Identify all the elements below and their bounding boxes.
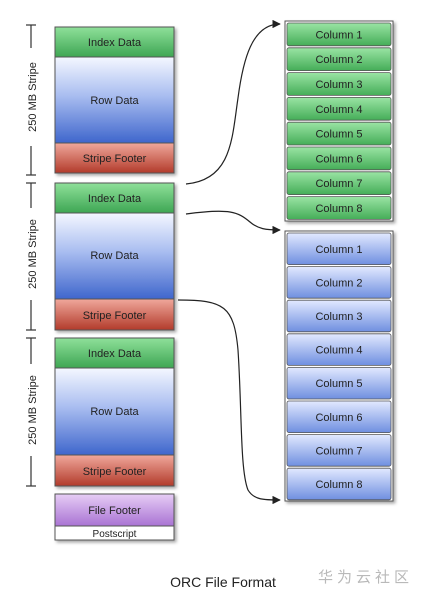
row-column-label-2: Column 2 bbox=[315, 277, 362, 289]
postscript-label: Postscript bbox=[93, 529, 137, 540]
figure-caption: ORC File Format bbox=[170, 574, 276, 590]
stripe-1-footer-label: Stripe Footer bbox=[83, 153, 147, 165]
index-column-cell-2 bbox=[286, 47, 392, 71]
stripe-3-brace: 250 MB Stripe bbox=[24, 337, 39, 487]
stripe-2-row-data bbox=[54, 212, 175, 300]
row-column-cell-5 bbox=[286, 366, 392, 400]
row-column-cell-8 bbox=[286, 467, 392, 501]
index-column-cell-3 bbox=[286, 72, 392, 96]
row-column-label-3: Column 3 bbox=[315, 311, 362, 323]
row-column-cell-6 bbox=[286, 400, 392, 434]
arrow-index-to-columns-row bbox=[185, 210, 281, 235]
watermark: 华为云社区 bbox=[318, 569, 414, 586]
index-column-cell-6 bbox=[286, 146, 392, 171]
index-column-cell-7 bbox=[286, 171, 392, 196]
stripe-1-stripe-footer bbox=[54, 142, 175, 174]
stripe-3-brace-label: 250 MB Stripe bbox=[27, 375, 39, 445]
row-column-label-6: Column 6 bbox=[315, 412, 362, 424]
row-column-cell-3 bbox=[286, 299, 392, 333]
row-columns: Column 1 Column 2 Column 3 Column 4 Column 5… bbox=[286, 232, 392, 501]
stripe-1-brace-label: 250 MB Stripe bbox=[27, 62, 39, 132]
index-column-cell-4 bbox=[286, 97, 392, 121]
stripe-2-brace-label: 250 MB Stripe bbox=[27, 219, 39, 289]
index-column-label-5: Column 5 bbox=[315, 129, 362, 141]
stripe-3-row-label: Row Data bbox=[90, 406, 139, 418]
row-column-label-5: Column 5 bbox=[315, 378, 362, 390]
stripe-1-brace: 250 MB Stripe bbox=[24, 24, 39, 176]
row-column-cell-1 bbox=[286, 232, 392, 266]
stripe-1-index-data bbox=[54, 26, 175, 58]
index-columns: Column 1 Column 2 Column 3 Column 4 Column 5… bbox=[286, 22, 392, 220]
stripe-3-stripe-footer bbox=[54, 454, 175, 487]
stripe-1: 250 MB Stripe Index Data Row Data Stripe… bbox=[24, 24, 175, 176]
row-column-label-8: Column 8 bbox=[315, 479, 362, 491]
stripe-2-index-data bbox=[54, 182, 175, 214]
index-column-label-6: Column 6 bbox=[315, 153, 362, 165]
index-column-cell-8 bbox=[286, 196, 392, 220]
index-column-label-1: Column 1 bbox=[315, 29, 362, 41]
row-column-cell-7 bbox=[286, 434, 392, 467]
stripe-2-row-label: Row Data bbox=[90, 250, 139, 262]
stripe-2-index-label: Index Data bbox=[88, 193, 142, 205]
row-column-label-7: Column 7 bbox=[315, 445, 362, 457]
row-column-cell-2 bbox=[286, 266, 392, 299]
index-column-label-4: Column 4 bbox=[315, 104, 362, 116]
stripe-2: 250 MB Stripe Index Data Row Data Stripe… bbox=[24, 182, 175, 331]
arrow-index-to-columns-top bbox=[185, 19, 281, 185]
stripe-1-row-label: Row Data bbox=[90, 95, 139, 107]
row-column-label-4: Column 4 bbox=[315, 345, 362, 357]
stripe-3: 250 MB Stripe Index Data Row Data Stripe… bbox=[24, 337, 175, 487]
index-column-cell-1 bbox=[286, 22, 392, 47]
stripe-2-footer-label: Stripe Footer bbox=[83, 310, 147, 322]
postscript-block bbox=[54, 525, 175, 541]
stripe-3-index-data bbox=[54, 337, 175, 369]
file-footer-label: File Footer bbox=[88, 505, 141, 517]
stripe-2-stripe-footer bbox=[54, 298, 175, 331]
index-column-cell-5 bbox=[286, 121, 392, 146]
row-column-cell-4 bbox=[286, 333, 392, 366]
index-column-label-3: Column 3 bbox=[315, 79, 362, 91]
index-column-label-7: Column 7 bbox=[315, 178, 362, 190]
stripe-1-index-label: Index Data bbox=[88, 37, 142, 49]
stripe-3-footer-label: Stripe Footer bbox=[83, 466, 147, 478]
stripe-3-row-data bbox=[54, 367, 175, 456]
stripe-1-row-data bbox=[54, 56, 175, 144]
stripe-3-index-label: Index Data bbox=[88, 348, 142, 360]
index-column-label-8: Column 8 bbox=[315, 203, 362, 215]
file-footer-block bbox=[54, 493, 175, 527]
index-column-label-2: Column 2 bbox=[315, 54, 362, 66]
row-column-label-1: Column 1 bbox=[315, 244, 362, 256]
file-tail: File Footer Postscript bbox=[54, 493, 175, 541]
stripe-2-brace: 250 MB Stripe bbox=[24, 182, 39, 331]
arrow-rowdata-to-columns-bottom bbox=[177, 299, 281, 505]
